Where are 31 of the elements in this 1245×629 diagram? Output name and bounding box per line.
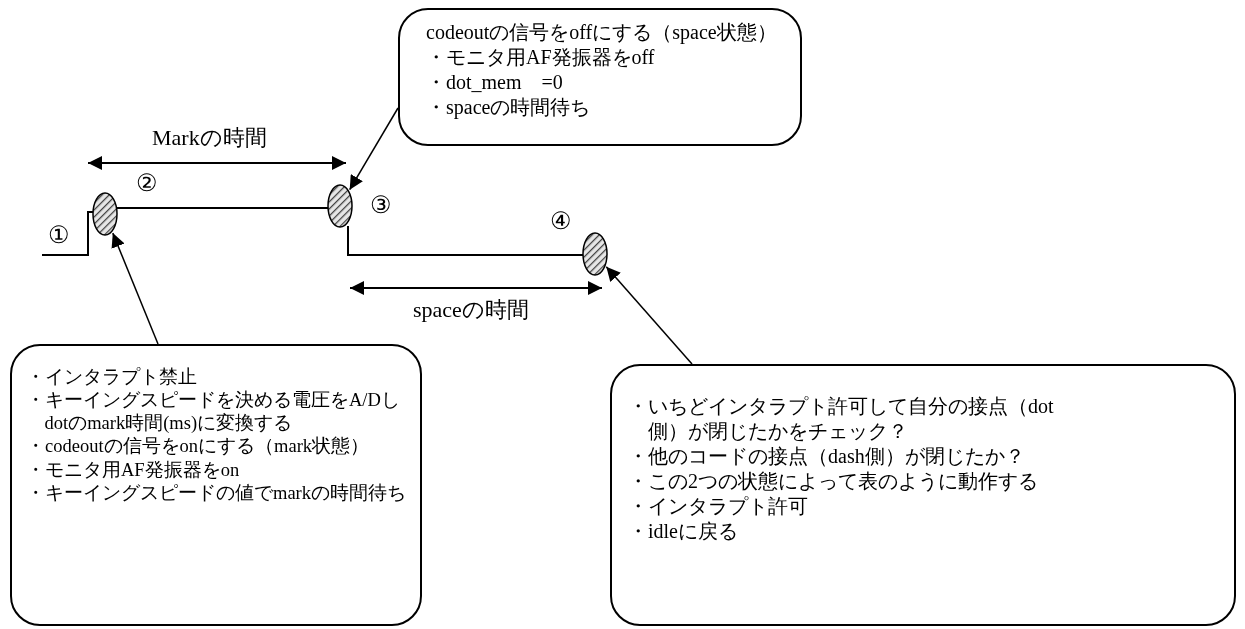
dimension-label: Markの時間 [152, 126, 267, 151]
signal-line [116, 207, 329, 209]
leader-line [111, 232, 159, 345]
hatched-ellipse [326, 183, 354, 229]
callout-box [398, 8, 802, 146]
note-line: ・キーイングスピードの値でmarkの時間待ち [26, 481, 407, 505]
hatched-ellipse [91, 191, 119, 237]
note-line: ・いちどインタラプト許可して自分の接点（dot側）が閉じたかをチェック？ [628, 394, 1055, 444]
signal-line [347, 225, 584, 256]
step-number: ② [136, 170, 158, 197]
note-line: codeoutの信号をoffにする（space状態） [426, 20, 778, 45]
leader-line [348, 107, 399, 191]
step-number: ① [48, 222, 70, 249]
hatched-ellipse [581, 231, 609, 277]
note-line: ・dot_mem =0 [426, 70, 564, 95]
step-number: ④ [550, 208, 572, 235]
note-line: ・キーイングスピードを決める電圧をA/Dしdotのmark時間(ms)に変換する [26, 389, 401, 436]
note-line: ・この2つの状態によって表のように動作する [628, 469, 1039, 494]
note-line: ・インタラプト許可 [628, 494, 809, 519]
note-line: ・他のコードの接点（dash側）が閉じたか？ [628, 444, 1026, 469]
note-line: ・spaceの時間待ち [426, 95, 592, 120]
note-line: ・codeoutの信号をonにする（mark状態） [26, 435, 371, 459]
note-line: ・idleに戻る [628, 519, 739, 544]
step-number: ③ [370, 192, 392, 219]
dimension-label: spaceの時間 [413, 298, 529, 323]
callout-box [10, 344, 422, 626]
callout-box [610, 364, 1236, 626]
note-line: ・モニタ用AF発振器をoff [426, 45, 656, 70]
leader-line [605, 266, 693, 365]
note-line: ・インタラプト禁止 [26, 366, 198, 389]
note-line: ・モニタ用AF発振器をon [26, 458, 241, 482]
